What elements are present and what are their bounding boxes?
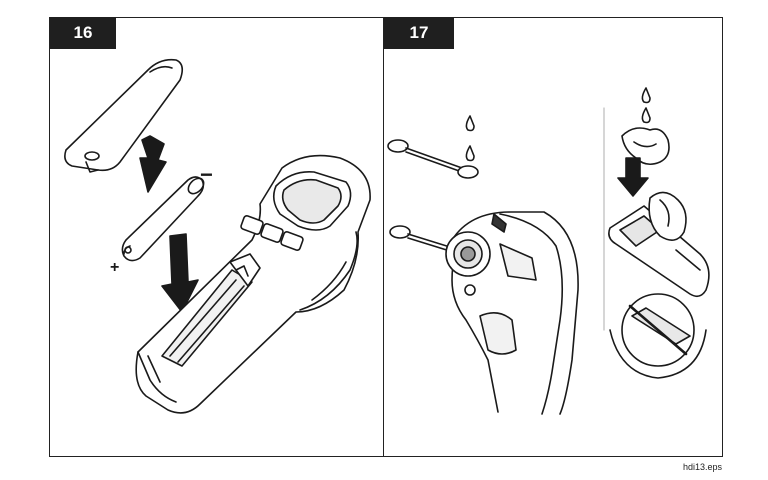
thermometer-body — [135, 154, 371, 414]
step-17-label: 17 — [384, 17, 454, 49]
water-drop-icon — [465, 87, 651, 162]
prohibited-icon — [609, 293, 707, 379]
minus-sign: − — [200, 162, 213, 187]
figure-id: hdi13.eps — [682, 462, 722, 472]
thermometer-wiping — [608, 191, 710, 298]
thermometer-front — [445, 211, 579, 415]
cleaning-cloth — [621, 127, 670, 166]
arrow-icon — [617, 157, 649, 197]
panel-divider — [383, 17, 384, 457]
step-16-label: 16 — [50, 17, 116, 49]
battery-cover — [64, 58, 184, 173]
arrow-icon — [161, 233, 199, 313]
battery — [121, 176, 205, 262]
cotton-swab — [387, 139, 479, 179]
plus-sign: + — [110, 259, 119, 276]
arrow-icon — [139, 135, 167, 193]
cotton-swab — [389, 225, 467, 257]
